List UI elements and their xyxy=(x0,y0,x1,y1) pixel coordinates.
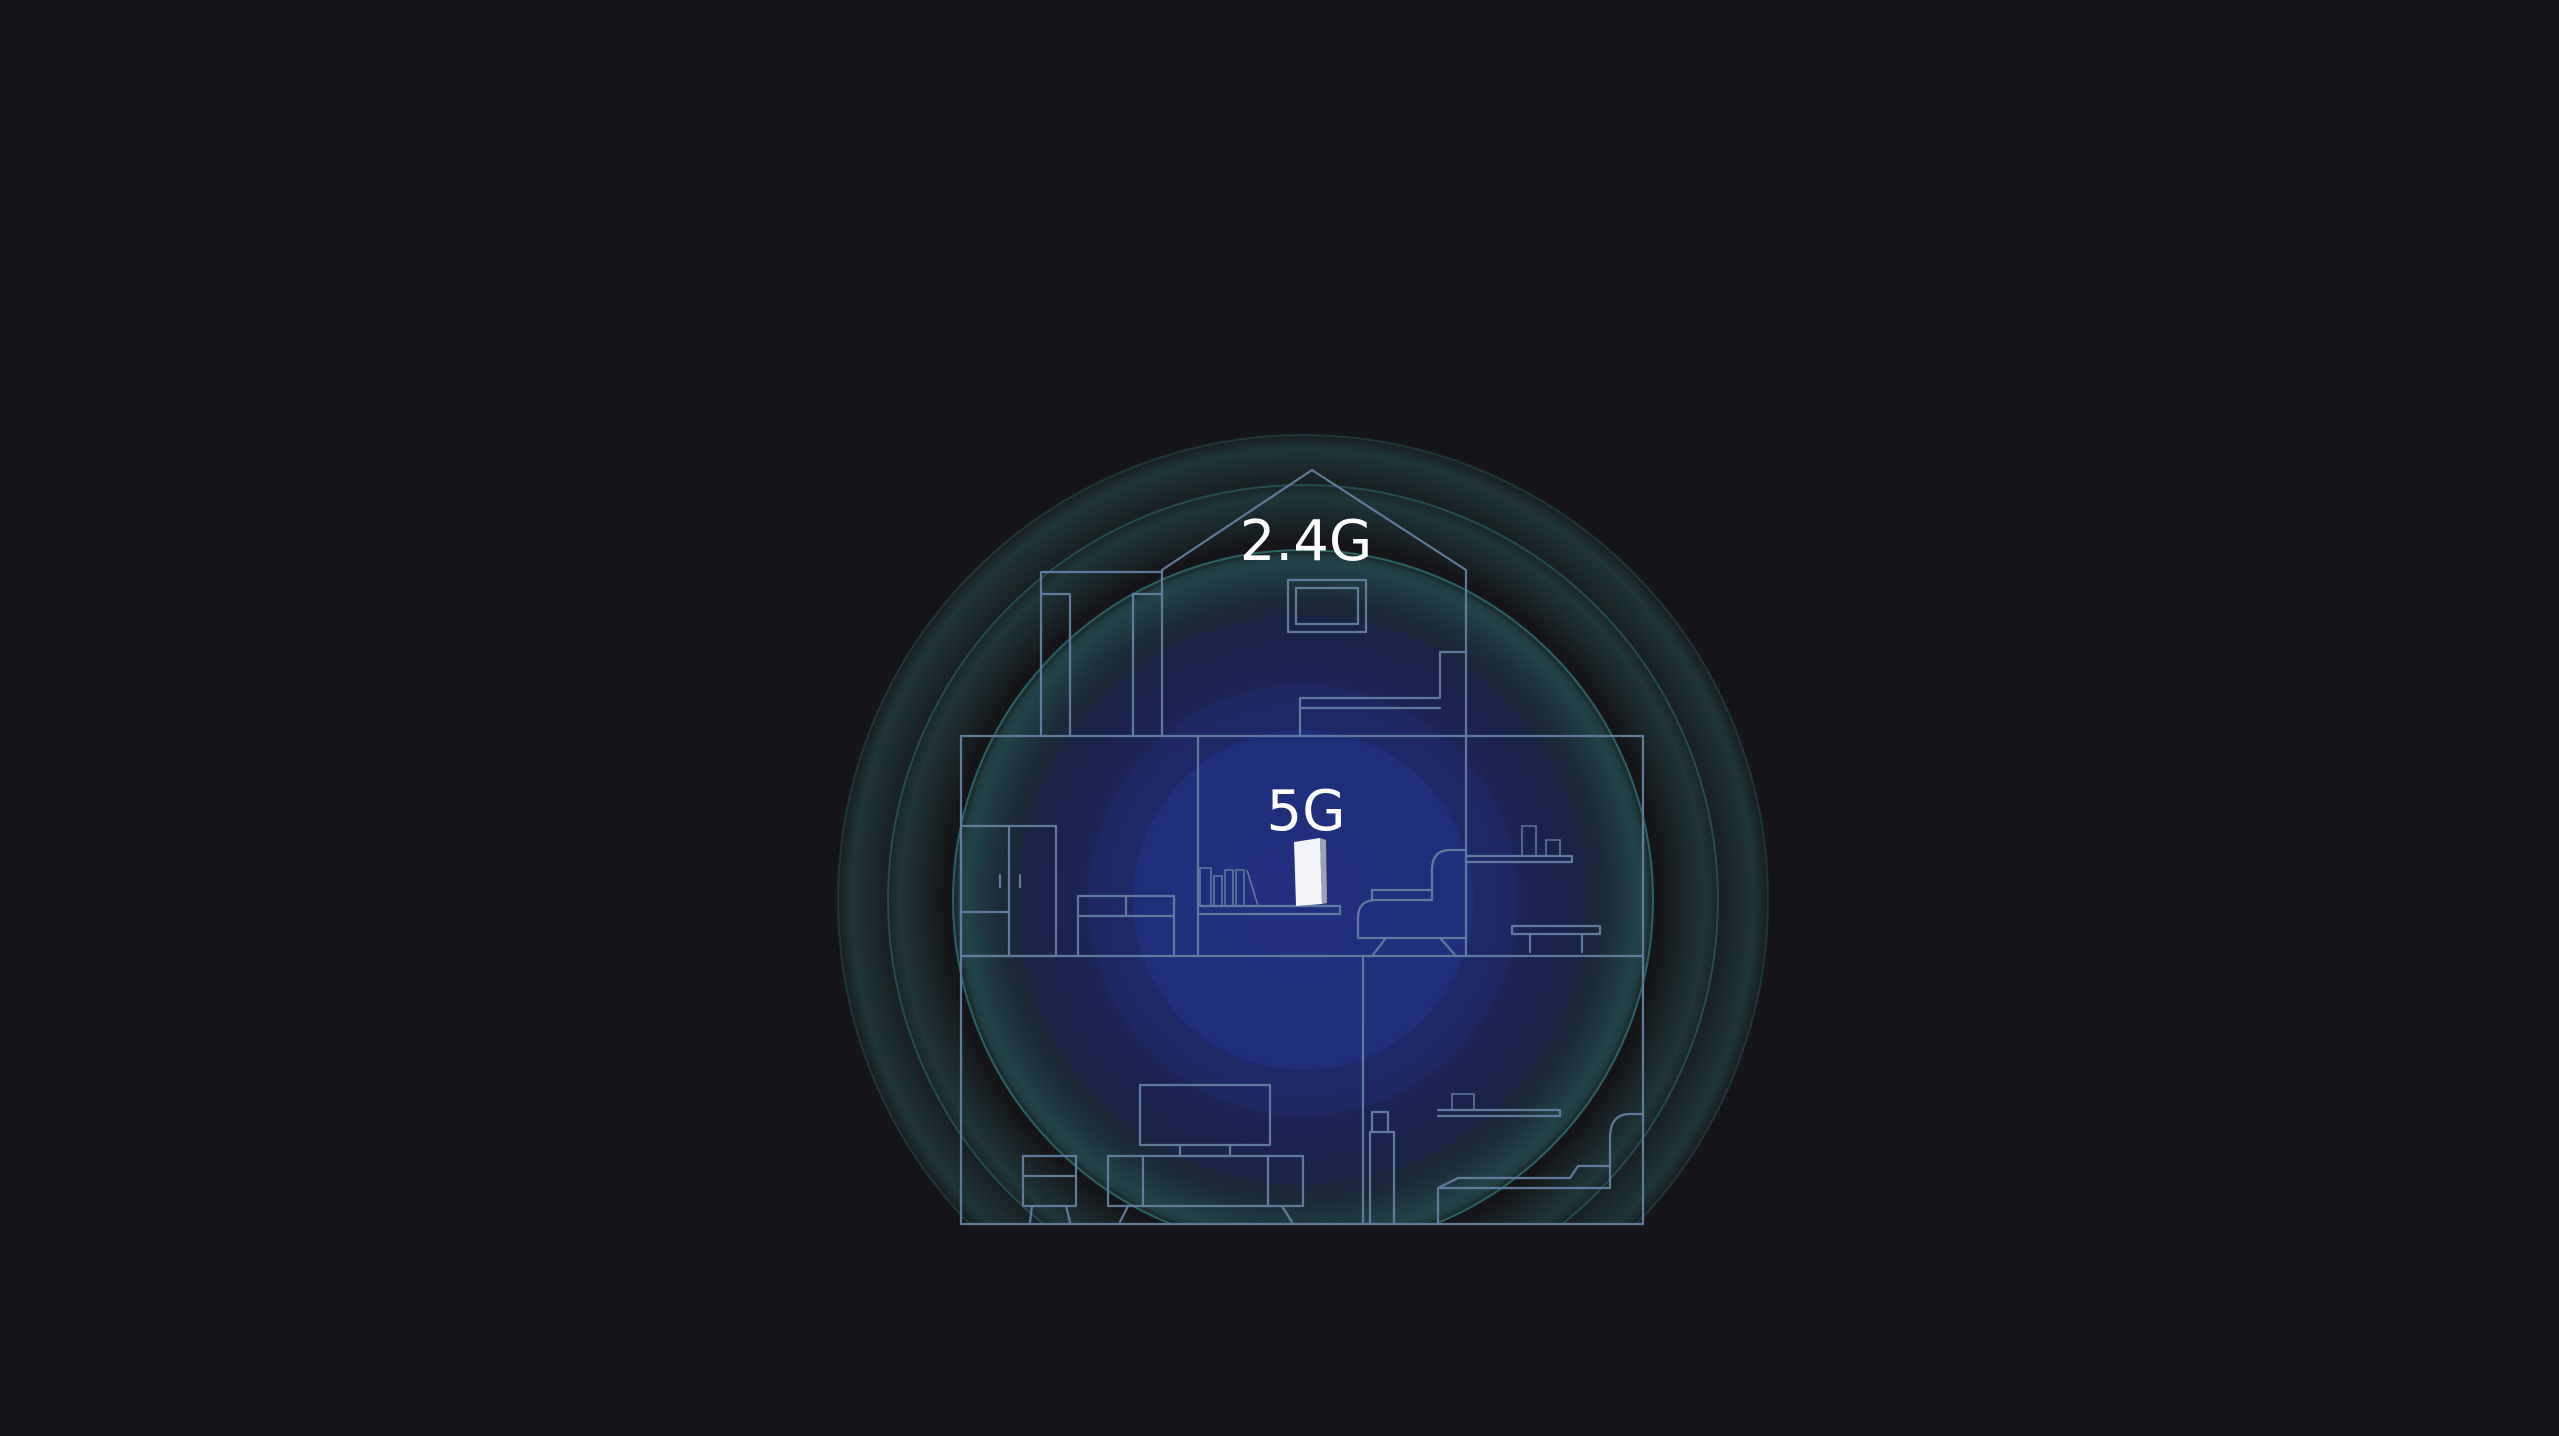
house-walls xyxy=(959,734,1645,1226)
bedroom-shelf-item xyxy=(1451,1093,1475,1110)
tv-stand-doors xyxy=(1118,1154,1294,1224)
books xyxy=(1199,867,1259,907)
attic-stairs xyxy=(1298,650,1468,738)
bed xyxy=(1436,1112,1645,1226)
tv-stand xyxy=(1106,1154,1305,1208)
router-device xyxy=(1294,838,1327,906)
wardrobe-door xyxy=(959,824,1022,958)
coffee-table xyxy=(1510,924,1602,954)
router-body xyxy=(1294,838,1322,906)
picture-frame xyxy=(1286,578,1368,634)
armchair xyxy=(1356,848,1468,958)
router-edge xyxy=(1320,838,1327,904)
vase-items xyxy=(1521,825,1561,856)
bedside-lamp xyxy=(1368,1110,1396,1226)
band-label-2-4g: 2.4G xyxy=(1240,509,1372,574)
wall-shelf xyxy=(1464,854,1574,864)
house-outline xyxy=(959,468,1645,1226)
attic-shelf xyxy=(1039,570,1164,738)
band-label-5g: 5G xyxy=(1266,779,1345,844)
tv xyxy=(1138,1083,1272,1147)
bedroom-shelf xyxy=(1436,1108,1562,1118)
picture-inner xyxy=(1294,586,1360,626)
book-shelf xyxy=(1198,904,1342,916)
nightstand xyxy=(1021,1154,1078,1224)
dresser xyxy=(1076,894,1176,958)
